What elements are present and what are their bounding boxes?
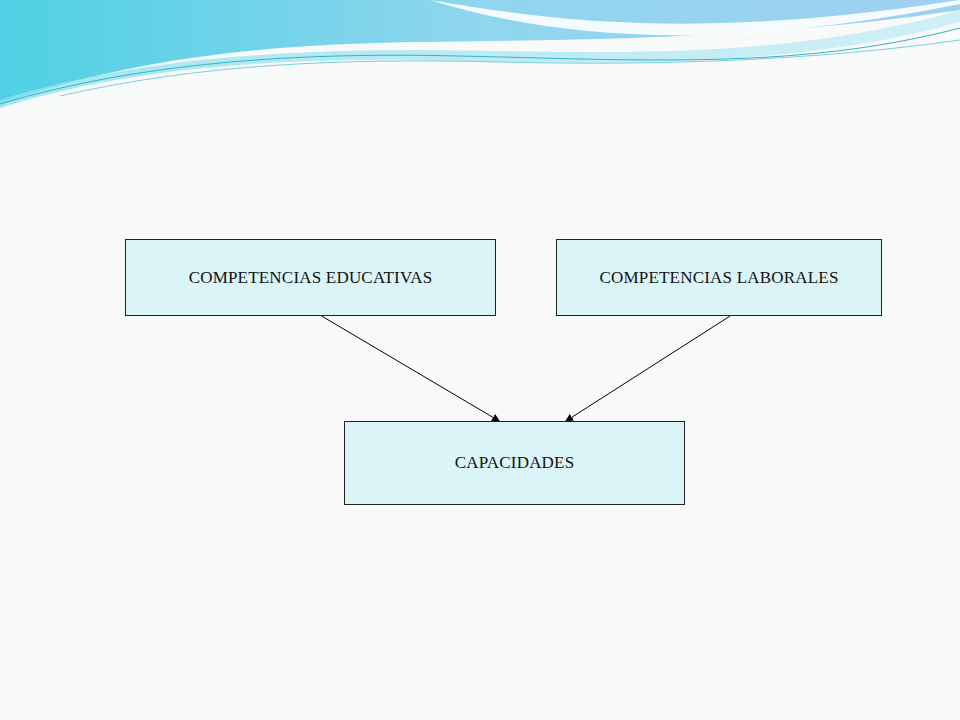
box-label: COMPETENCIAS LABORALES bbox=[599, 268, 838, 288]
box-label: COMPETENCIAS EDUCATIVAS bbox=[189, 268, 433, 288]
process-box: COMPETENCIAS EDUCATIVAS bbox=[125, 239, 496, 316]
wave-white bbox=[430, 0, 960, 35]
process-box: CAPACIDADES bbox=[344, 421, 685, 505]
arrow-connector bbox=[322, 316, 500, 421]
process-box: COMPETENCIAS LABORALES bbox=[556, 239, 882, 316]
arrow-connector bbox=[566, 316, 730, 421]
box-label: CAPACIDADES bbox=[455, 453, 575, 473]
wave-line bbox=[60, 40, 960, 96]
wave-line bbox=[0, 28, 960, 104]
